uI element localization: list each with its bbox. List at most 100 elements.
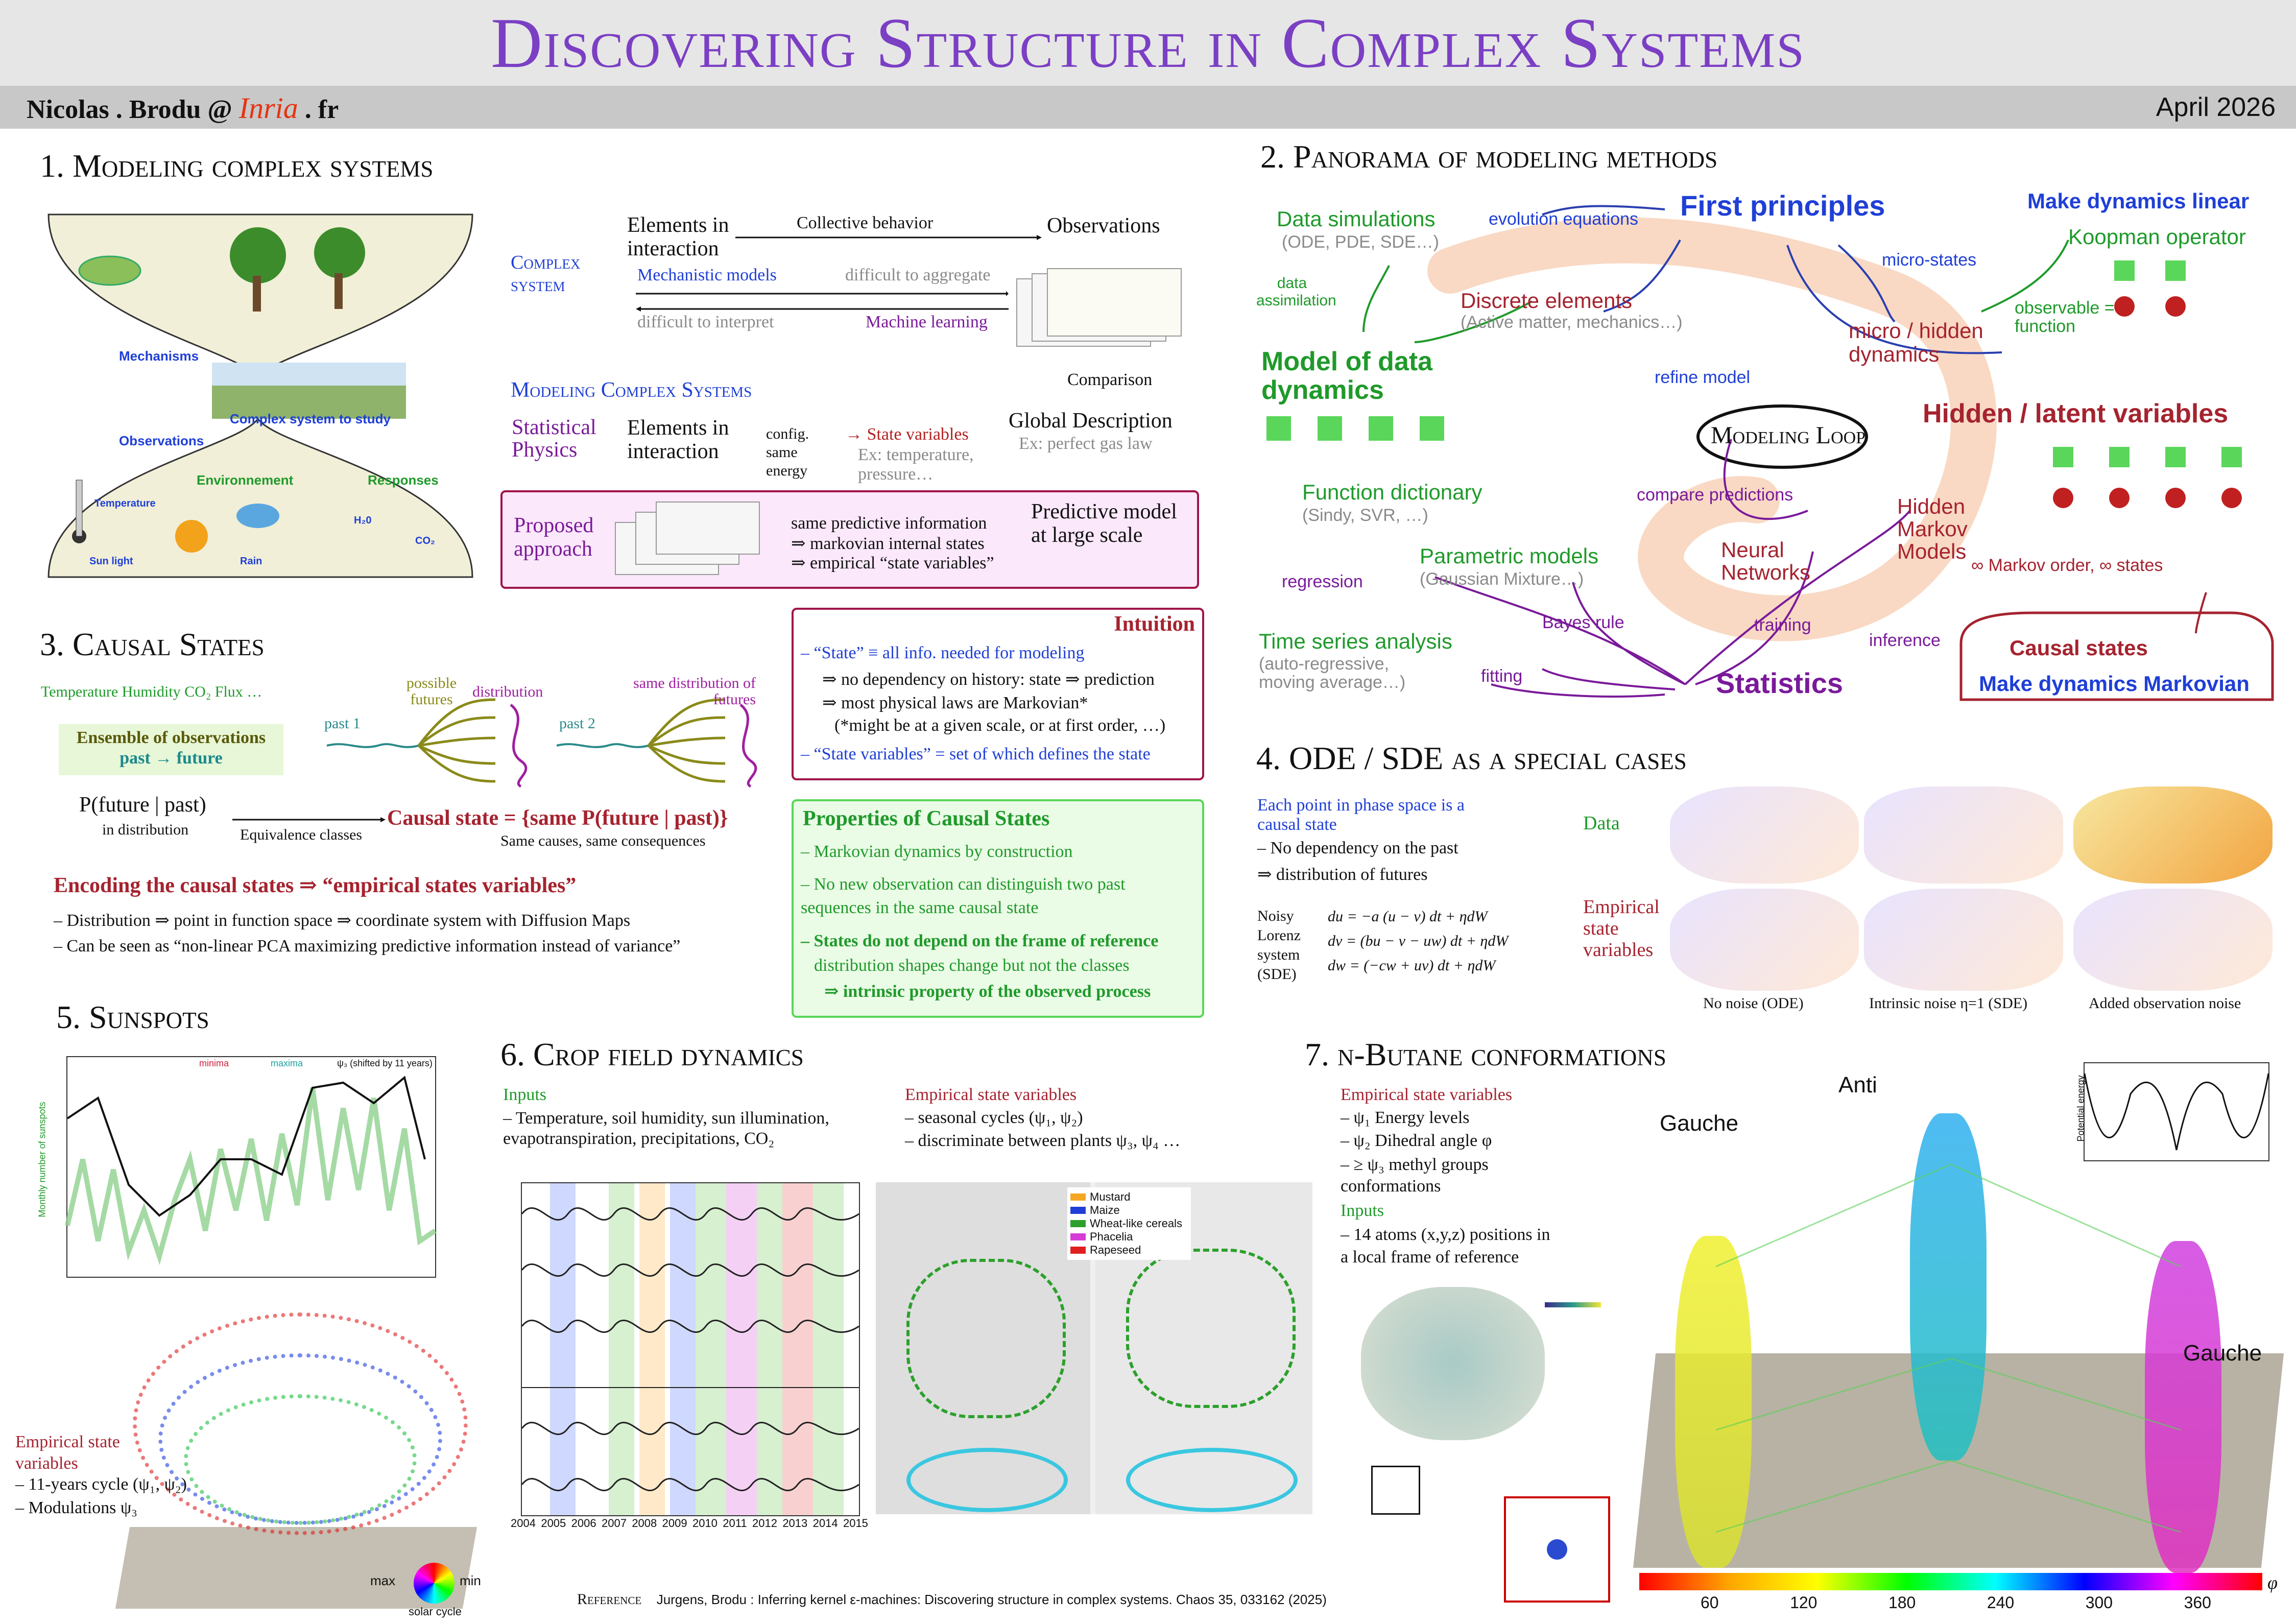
- s6-inputs-1: – Temperature, soil humidity, sun illumi…: [503, 1109, 829, 1148]
- crop-band-2: [609, 1183, 634, 1515]
- elements-label: Elements in interaction: [627, 213, 729, 260]
- hmm: Hidden Markov Models: [1897, 494, 1968, 563]
- proposed-label: Proposed approach: [514, 514, 594, 561]
- crop-band-9: [813, 1183, 844, 1515]
- label-responses: Responses: [368, 472, 439, 488]
- encoding-title: Encoding the causal states ⇒ “empirical …: [54, 874, 577, 897]
- legend-maxima: maxima: [271, 1058, 303, 1068]
- phi-tick: 120: [1790, 1593, 1817, 1612]
- dd-square-1: [1266, 416, 1291, 441]
- same-causes: Same causes, same consequences: [500, 832, 706, 849]
- legend-item: Maize: [1070, 1204, 1188, 1217]
- markov-inf: ∞ Markov order, ∞ states: [1971, 556, 2163, 575]
- inria-logo: Inria: [238, 91, 298, 125]
- properties-line-3: – States do not depend on the frame of r…: [801, 932, 1159, 950]
- year-label: 2011: [723, 1517, 747, 1530]
- s4-title: 4. ODE / SDE as a special cases: [1256, 740, 1687, 776]
- crop-cycle-2: [1126, 1448, 1298, 1512]
- s7-emp-3: – ≥ ψ₃ methyl groups conformations: [1341, 1155, 1489, 1196]
- legend-swatch-phacelia: [1070, 1233, 1086, 1240]
- hidden-latent: Hidden / latent variables: [1923, 399, 2229, 428]
- year-label: 2010: [692, 1517, 718, 1530]
- s7-title: 7. n-Butane conformations: [1305, 1036, 1666, 1072]
- crop-band-4: [670, 1183, 696, 1515]
- sunspots-spiral-3: [184, 1394, 417, 1525]
- reference-text: Jurgens, Brodu : Inferring kernel ε-mach…: [656, 1592, 1327, 1607]
- label-rain: Rain: [240, 556, 262, 567]
- legend-swatch-wheat: [1070, 1220, 1086, 1227]
- no-dependency: – No dependency on the past: [1257, 839, 1458, 857]
- intuition-box: Intuition – “State” ≡ all info. needed f…: [792, 608, 1204, 780]
- futures-svg: [326, 698, 757, 788]
- legend-swatch-mustard: [1070, 1193, 1086, 1201]
- config-label: config. same energy: [766, 425, 809, 479]
- compare-predictions: compare predictions: [1637, 485, 1793, 505]
- sunspots-plot-area: [65, 1056, 437, 1278]
- caption-ode: No noise (ODE): [1703, 995, 1804, 1012]
- label-co2: CO₂: [415, 535, 435, 546]
- label-mechanisms: Mechanisms: [119, 348, 199, 364]
- neural-networks: Neural Networks: [1721, 538, 1811, 584]
- properties-line-5: ⇒ intrinsic property of the observed pro…: [824, 982, 1151, 1001]
- proposed-plots: [615, 501, 760, 578]
- ensemble-label: Ensemble of observations: [76, 728, 266, 747]
- legend-item: Wheat-like cereals: [1070, 1217, 1188, 1230]
- arrow-mechanistic: [636, 291, 1009, 296]
- sunspots-3d: max min solar cycle: [115, 1312, 485, 1618]
- noisy-lorenz: Noisy Lorenz system (SDE): [1257, 907, 1301, 983]
- observation-plots: [1016, 268, 1185, 350]
- label-environment: Environnement: [197, 472, 294, 488]
- s2-title: 2. Panorama of modeling methods: [1260, 138, 1718, 175]
- s6-emp-2: – discriminate between plants ψ₃, ψ₄ …: [905, 1131, 1181, 1150]
- s3-vars: Temperature Humidity CO₂ Flux …: [41, 683, 262, 700]
- hidden-dot-2: [2109, 488, 2130, 508]
- lorenz-eq-3: dw = (−cw + uv) dt + ηdW: [1328, 957, 1496, 974]
- statistics: Statistics: [1716, 667, 1843, 699]
- embedding-cloud: [1361, 1287, 1545, 1440]
- energy-curve: [2084, 1073, 2269, 1151]
- ex-gas-label: Ex: perfect gas law: [1019, 434, 1153, 453]
- year-label: 2012: [752, 1517, 777, 1530]
- label-temperature: Temperature: [94, 498, 156, 509]
- label-center: Complex system to study: [230, 411, 391, 426]
- embedding-colorbar: [1545, 1302, 1601, 1307]
- molecule-atom: [1547, 1539, 1567, 1560]
- training: training: [1754, 615, 1811, 635]
- butane-3d: Anti Gauche Gauche: [1633, 1072, 2288, 1583]
- complex-system-illustration: Mechanisms Observations Complex system t…: [43, 213, 477, 578]
- year-label: 2013: [782, 1517, 808, 1530]
- arrow-ml: [636, 306, 1009, 312]
- causal-state-def-text: Causal state = {same P(future | past)}: [387, 806, 728, 830]
- poster-title: Discovering Structure in Complex Systems: [491, 3, 1805, 83]
- author-name: Nicolas . Brodu @: [27, 95, 232, 124]
- solar-cycle-wheel: [414, 1563, 455, 1604]
- reference-line: Reference Jurgens, Brodu : Inferring ker…: [577, 1591, 1327, 1608]
- phi-tick: 300: [2085, 1593, 2113, 1612]
- predictive-model-label: Predictive model at large scale: [1031, 500, 1177, 547]
- s3-title: 3. Causal States: [40, 626, 265, 662]
- mechanistic-label: Mechanistic models: [637, 266, 777, 284]
- author-line: Nicolas . Brodu @ Inria . fr: [27, 91, 339, 125]
- phi-label: φ: [2267, 1572, 2278, 1593]
- illustration-frame: [47, 213, 473, 578]
- time-series-sub: (auto-regressive, moving average…): [1259, 654, 1406, 692]
- year-label: 2005: [541, 1517, 566, 1530]
- label-gauche-1: Gauche: [1660, 1111, 1739, 1136]
- first-principles: First principles: [1680, 189, 1885, 222]
- ml-label: Machine learning: [866, 313, 988, 331]
- causal-state-def: Causal state = {same P(future | past)}: [387, 806, 728, 830]
- lorenz-emp-1: [1670, 889, 1859, 991]
- label-sunlight: Sun light: [89, 556, 133, 567]
- s6-emp: Empirical state variables: [905, 1085, 1077, 1104]
- butane-cluster-cyan: [1910, 1113, 1987, 1461]
- properties-box: Properties of Causal States – Markovian …: [792, 799, 1204, 1018]
- sunspots-chart: minima maxima ψ₃ (shifted by 11 years) M…: [31, 1052, 449, 1292]
- poster-date: April 2026: [2156, 92, 2276, 122]
- s6-inputs: Inputs: [503, 1085, 546, 1104]
- koopman-sq-1: [2114, 260, 2135, 281]
- energy-plot: Potential energy: [1971, 1057, 2278, 1175]
- year-label: 2009: [662, 1517, 687, 1530]
- legend-swatch-rapeseed: [1070, 1247, 1086, 1254]
- past-future-label: past → future: [119, 749, 223, 768]
- arrow-collective: [735, 235, 1042, 240]
